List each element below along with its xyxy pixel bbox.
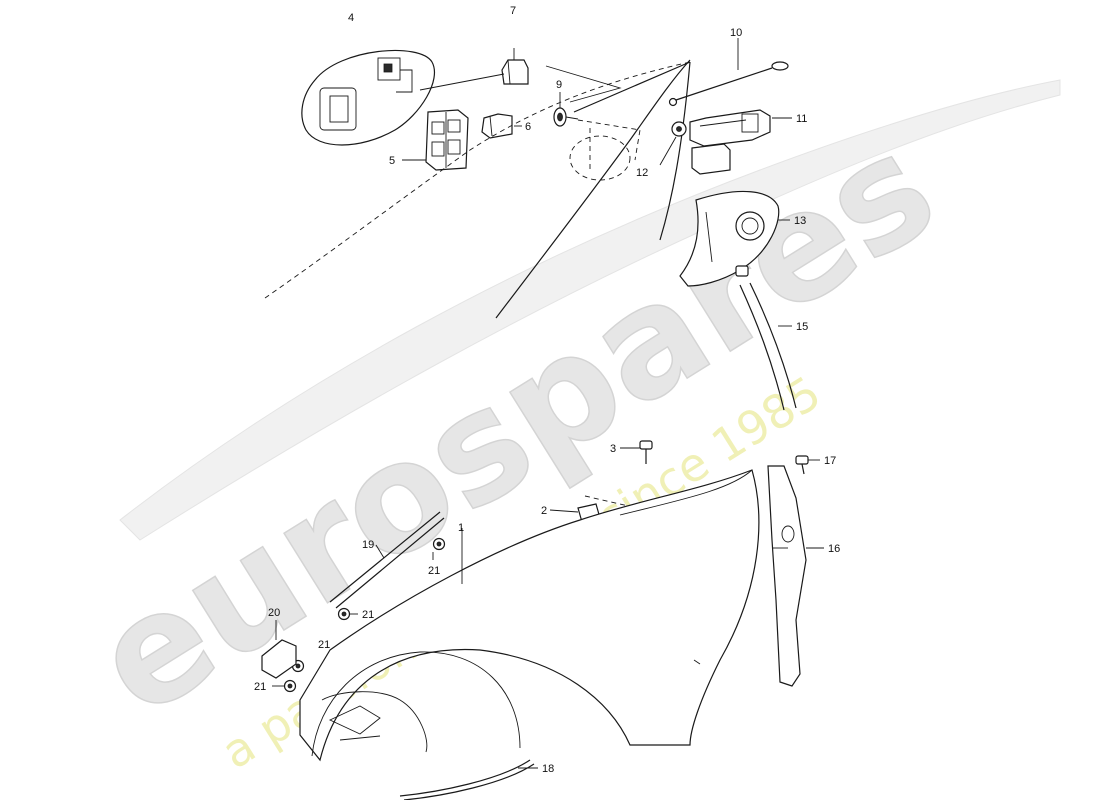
callout-5: 5 [389,155,395,167]
part-9-grommet [553,107,579,127]
callout-21c: 21 [318,639,330,651]
callout-19: 19 [362,539,374,551]
part-18-trim-strip [399,759,538,800]
callout-18: 18 [542,763,554,775]
part-7-clip [501,59,529,85]
part-16-rear-panel [767,465,824,687]
part-4-fuel-flap [301,49,435,146]
callout-2: 2 [541,505,547,517]
part-3-screw [620,440,653,464]
part-12-grommet [659,121,687,166]
part-10-cable [668,61,789,107]
callout-13: 13 [794,215,806,227]
callout-21b: 21 [362,609,374,621]
callout-labels: 1 2 3 4 5 6 7 9 10 11 12 13 15 16 17 18 … [254,5,840,775]
part-19-strut [329,511,445,609]
callout-12: 12 [636,167,648,179]
part-15-drain-hose [735,265,797,411]
part-5-hinge [425,109,469,171]
callout-15: 15 [796,321,808,333]
callout-3: 3 [610,443,616,455]
callout-9: 9 [556,79,562,91]
part-11-actuator [689,109,792,175]
body-outline-upper [264,59,691,319]
part-1-front-fender [299,469,760,762]
callout-17: 17 [824,455,836,467]
callout-21a: 21 [428,565,440,577]
callout-6: 6 [525,121,531,133]
callout-11: 11 [796,113,807,125]
callout-4: 4 [348,12,354,24]
part-20-bracket [261,620,297,679]
callout-1: 1 [458,522,464,534]
callout-10: 10 [730,27,742,39]
callout-21d: 21 [254,681,266,693]
watermark-swoosh [119,79,1061,541]
callout-16: 16 [828,543,840,555]
part-17-clip [795,455,820,475]
callout-20: 20 [268,607,280,619]
callout-7: 7 [510,5,516,17]
part-6-plug [481,113,513,139]
